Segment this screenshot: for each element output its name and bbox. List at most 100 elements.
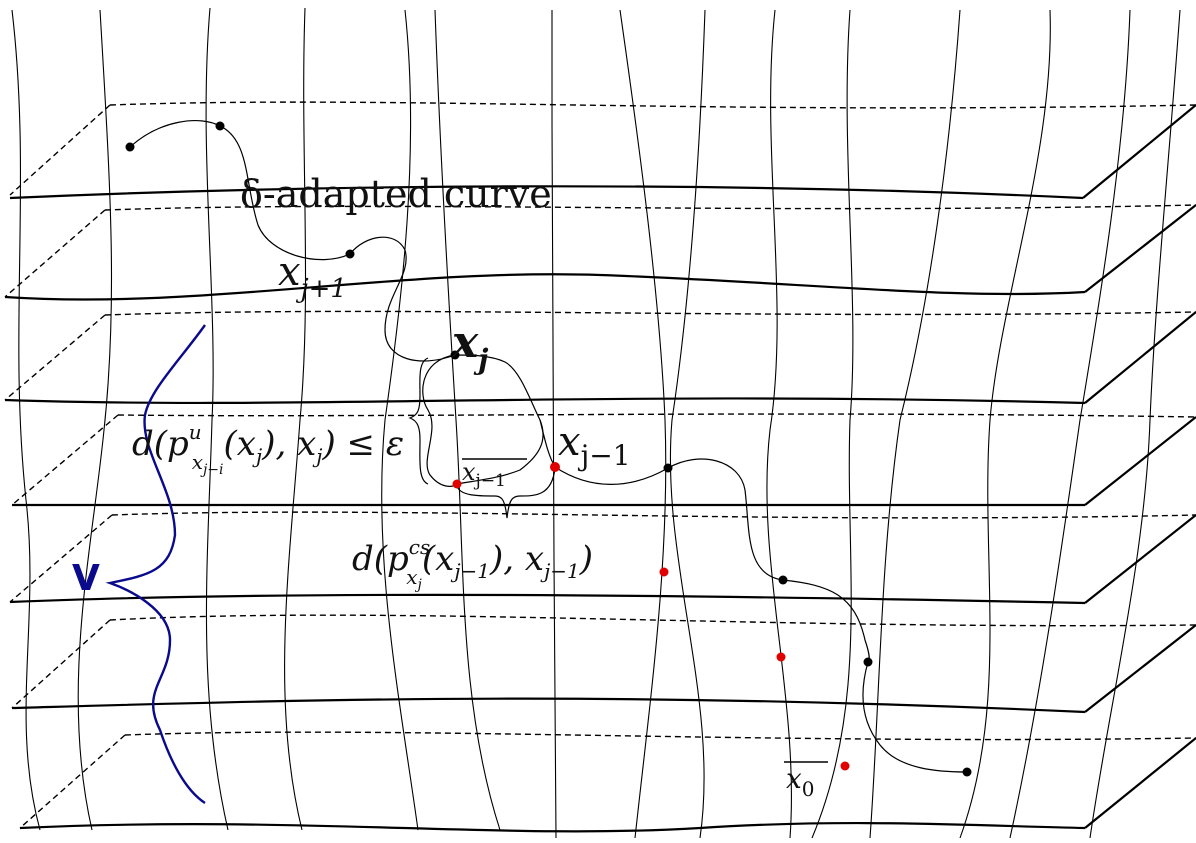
plaque-back-edge	[109, 614, 1196, 627]
label-x-j-minus-1-base: x	[558, 419, 581, 465]
curve-endpoint	[125, 142, 135, 152]
unstable-dist-sub: x	[192, 450, 203, 474]
plaque-front-edge	[9, 185, 1084, 200]
cs-dist-close: )	[579, 539, 593, 579]
plaque-side-edge	[4, 209, 106, 298]
plaque-front-edge	[11, 697, 1086, 714]
plaque-front-edge	[4, 273, 1086, 301]
label-xbar-0-base: x	[786, 762, 802, 795]
vertical-leaf	[11, 9, 41, 831]
plaque-back-edge	[124, 731, 1196, 741]
cs-brace	[456, 467, 556, 519]
vertical-leaf	[869, 9, 961, 839]
curve-point	[778, 575, 788, 585]
label-x-j-plus-1-base: x	[278, 249, 301, 295]
vertical-leaf	[669, 9, 706, 839]
point-x-j-minus-1	[550, 462, 560, 472]
point-x-j	[450, 350, 460, 360]
vertical-leaf	[959, 9, 1051, 839]
plaque-right-edge	[1084, 624, 1196, 713]
point-x-j-plus-1	[345, 249, 355, 259]
unstable-dist-tail: ), x	[261, 424, 316, 464]
plaque-right-edge	[1084, 737, 1196, 829]
plaque-right-edge	[1084, 514, 1196, 604]
curve-point	[663, 463, 673, 473]
plaque-right-edge	[1082, 104, 1196, 199]
vertical-leaf	[381, 9, 419, 831]
label-xbar-j-minus-1-base: x	[462, 458, 476, 486]
cs-dist-tail: ), x	[489, 539, 544, 579]
vertical-leaf	[811, 9, 854, 839]
unstable-dist-rel: ) ≤ ε	[321, 424, 404, 464]
plaque-front-edge	[4, 397, 1086, 405]
unstable-dist-subsub: j−i	[200, 462, 224, 478]
red-point	[776, 652, 786, 662]
unstable-dist-suffix-sub: j	[252, 444, 262, 468]
plaque-back-edge	[104, 310, 1196, 316]
vertical-leaf	[205, 7, 229, 831]
plaque-back-edge	[111, 511, 1196, 519]
vertical-leaf	[284, 7, 307, 831]
red-points	[452, 462, 850, 771]
label-x-j-minus-1: xj−1	[558, 419, 631, 472]
unstable-dist-suffix: (x	[224, 424, 256, 464]
vertical-leaf	[1089, 9, 1181, 839]
plaque-front-edge	[19, 821, 1086, 833]
neighborhood-label: V	[72, 558, 100, 599]
plaque-right-edge	[1084, 416, 1196, 506]
unstable-dist-prefix: d(p	[132, 424, 189, 464]
point-x-0	[962, 767, 972, 777]
unstable-dist-tail-sub: j	[312, 444, 322, 468]
cs-dist-tail-sub: j−1	[540, 559, 580, 583]
plaque-front-edge	[9, 593, 1086, 605]
plaque-side-edge	[11, 619, 111, 709]
red-point	[659, 567, 669, 577]
vertical-leaf	[619, 9, 667, 839]
vertical-leaf	[551, 9, 557, 839]
cs-dist-mid-sub: j−1	[450, 559, 490, 583]
label-xbar-j-minus-1: xj−1	[462, 458, 506, 491]
label-xbar-0: x0	[786, 762, 815, 801]
plaque-right-edge	[1084, 311, 1196, 404]
unstable-brace	[408, 357, 429, 485]
point-xbar-j-minus-1	[452, 479, 462, 489]
plaque-side-edge	[9, 104, 111, 196]
label-x-j: xj	[451, 317, 488, 376]
cs-dist-prefix: d(p	[352, 539, 409, 579]
plaque-side-edge	[4, 314, 106, 401]
vertical-leaves	[11, 7, 1181, 839]
cs-dist-sup: cs	[409, 535, 430, 559]
plaque-right-edge	[1084, 204, 1196, 293]
label-x-j-plus-1: xj+1	[278, 249, 347, 304]
plaque-back-edge	[117, 413, 1196, 418]
cs-dist-mid: (x	[422, 539, 454, 579]
unstable-dist-sup: u	[189, 420, 202, 444]
point-xbar-0	[840, 761, 850, 771]
vertical-leaf	[766, 9, 793, 839]
plaque-side-edge	[19, 734, 126, 829]
plaque-back-edge	[109, 101, 1196, 109]
curve-point	[215, 121, 225, 131]
plaque-side-edge	[11, 414, 119, 506]
label-x-j-base: x	[451, 317, 479, 368]
label-x-j-minus-1-sub: j−1	[578, 439, 631, 472]
cs-dist-sub: x	[406, 565, 417, 589]
label-xbar-0-sub: 0	[802, 777, 815, 801]
black-points	[125, 121, 972, 777]
plaque-side-edge	[9, 514, 113, 603]
vertical-leaf	[434, 9, 501, 831]
vertical-leaf	[77, 9, 113, 831]
vertical-leaf	[1009, 9, 1131, 839]
neighborhood-curve	[105, 324, 206, 805]
plaque-back-edge	[104, 204, 1196, 211]
label-xbar-j-minus-1-sub: j−1	[474, 471, 506, 491]
horizontal-plaques	[4, 101, 1196, 833]
curve-point	[863, 657, 873, 667]
curve-label: δ-adapted curve	[240, 172, 552, 216]
label-x-j-plus-1-sub: j+1	[296, 274, 347, 304]
adapted-curve	[539, 419, 968, 773]
